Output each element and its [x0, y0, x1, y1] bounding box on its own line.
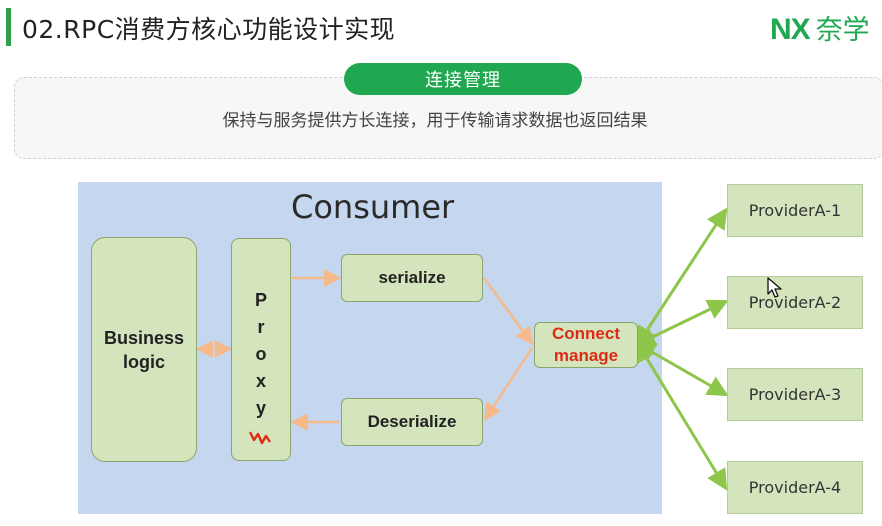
connect-manage-line-1: Connect: [552, 324, 620, 343]
connect-manage-box: Connect manage: [534, 322, 638, 368]
proxy-letter: x: [255, 371, 266, 391]
arrow-connect-provider-2: [634, 299, 729, 347]
proxy-letter: P: [254, 290, 267, 310]
serialize-box: serialize: [341, 254, 483, 302]
deserialize-box: Deserialize: [341, 398, 483, 446]
annotation-squiggle-icon: [248, 431, 271, 445]
mouse-cursor-icon: [767, 277, 782, 298]
proxy-box: P r o x y: [231, 238, 291, 461]
brand-text: 奈学: [815, 15, 870, 46]
section-description: 保持与服务提供方长连接，用于传输请求数据也返回结果: [222, 111, 648, 131]
section-pill: 连接管理: [344, 63, 582, 95]
provider-a-3-box: ProviderA-3: [727, 368, 863, 421]
title-accent-bar: [6, 8, 11, 46]
consumer-label: Consumer: [291, 188, 455, 226]
brand-mark: NX: [770, 13, 811, 46]
proxy-label: P r o x y: [255, 287, 267, 422]
provider-a-4-box: ProviderA-4: [727, 461, 863, 514]
business-logic-box: Business logic: [91, 237, 197, 462]
arrow-connect-provider-3: [634, 341, 729, 397]
proxy-letter: y: [255, 398, 266, 418]
arrow-connect-deserialize: [484, 347, 534, 421]
arrow-serialize-connect: [482, 277, 534, 345]
page-title: 02.RPC消费方核心功能设计实现: [22, 15, 396, 44]
proxy-letter: o: [255, 344, 267, 364]
connect-manage-line-2: manage: [553, 346, 619, 365]
business-logic-line-2: logic: [122, 351, 165, 372]
provider-a-2-box: ProviderA-2: [727, 276, 863, 329]
business-logic-line-1: Business: [103, 327, 185, 348]
arrow-connect-provider-4: [635, 340, 728, 491]
provider-a-1-box: ProviderA-1: [727, 184, 863, 237]
proxy-letter: r: [257, 317, 265, 337]
